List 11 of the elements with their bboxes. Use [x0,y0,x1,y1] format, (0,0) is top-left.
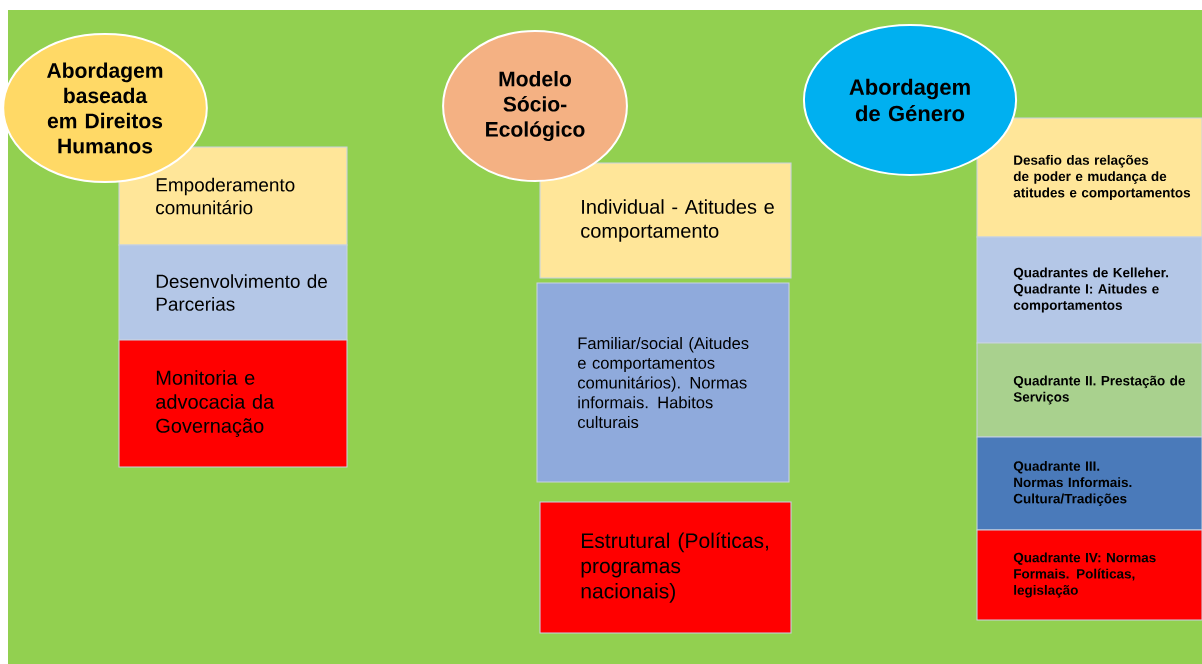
category-box: Desafio das relações de poder e mudança de atitudes e comportamentos [976,117,1202,238]
category-box: Quadrantes de Kelleher. Quadrante I: Aitudes e comportamentos [976,236,1202,344]
category-box: Individual - Atitudes e comportamento [539,162,792,279]
category-box: Desenvolvimento de Parcerias [118,244,348,341]
category-box: Monitoria e advocacia da Governação [118,339,348,468]
category-box: Quadrante II. Prestação de Serviços [976,342,1202,438]
category-box: Quadrante III. Normas Informais. Cultura/Tradições [976,436,1202,531]
circle-label: Modelo Sócio-Ecológico [442,30,628,182]
category-box: Quadrante IV: Normas Formais. Políticas, legislação [976,529,1202,621]
category-box: Estrutural (Políticas, programas nacionais) [539,501,792,634]
category-box: Familiar/social (Aitudes e comportamentos comunitários). Normas informais. Habitos culturais [536,282,790,483]
